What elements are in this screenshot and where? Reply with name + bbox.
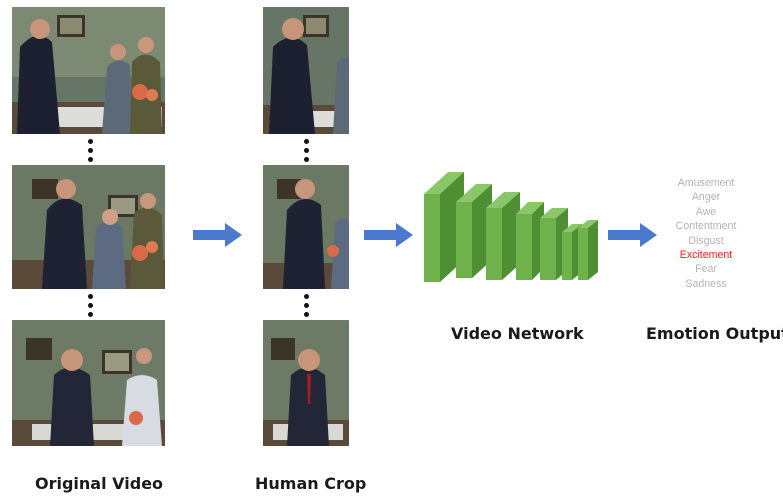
emotion-label-disgust: Disgust	[688, 234, 724, 247]
emotion-label-fear: Fear	[695, 263, 717, 276]
emotion-label-excitement: Excitement	[679, 249, 733, 262]
human-crop-frame-1	[263, 7, 349, 134]
emotion-label-anger: Anger	[691, 191, 721, 204]
original-video-ellipsis-1	[88, 139, 94, 166]
network-layer-4	[516, 202, 544, 280]
original-video-ellipsis-2	[88, 294, 94, 321]
network-layer-7	[578, 220, 598, 280]
human-crop-frame-2	[263, 165, 349, 289]
emotion-label-sadness: Sadness	[685, 277, 727, 290]
arrow-shape	[364, 223, 413, 247]
caption-original-video: Original Video	[35, 474, 164, 493]
video-network-diagram	[424, 172, 598, 282]
arrow-shape	[193, 223, 242, 247]
arrow-icon-output	[608, 223, 657, 247]
original-video-frame-3	[12, 320, 165, 446]
human-crop-frame-3	[263, 320, 349, 446]
arrow-icon-network	[364, 223, 413, 247]
caption-emotion-output: Emotion Output	[646, 324, 783, 343]
original-video-frame-2	[12, 165, 165, 289]
emotion-label-contentment: Contentment	[675, 220, 737, 233]
arrow-icon-crop	[193, 223, 242, 247]
caption-human-crop: Human Crop	[255, 474, 367, 493]
caption-video-network: Video Network	[451, 324, 584, 343]
arrow-shape	[608, 223, 657, 247]
emotion-label-awe: Awe	[695, 205, 717, 218]
emotion-label-amusement: Amusement	[677, 177, 735, 189]
human-crop-ellipsis-2	[304, 294, 310, 321]
original-video-frame-1	[12, 7, 165, 134]
human-crop-ellipsis-1	[304, 139, 310, 166]
network-layer-3	[486, 192, 520, 280]
